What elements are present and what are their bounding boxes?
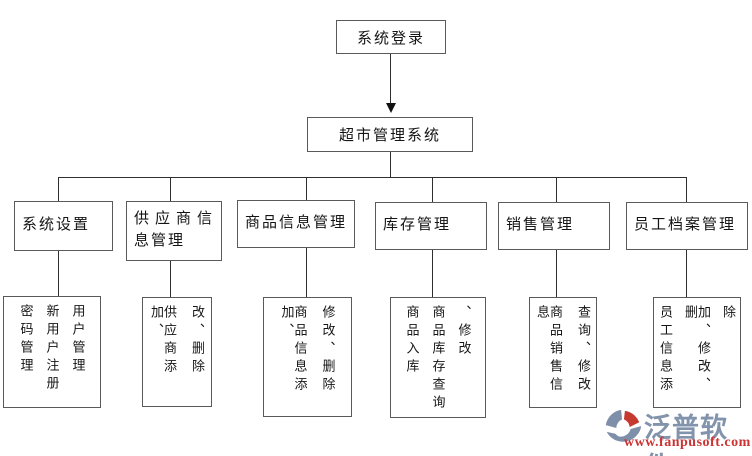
leaf-sales-functions: 商品销售信息 查询、修改	[529, 297, 597, 408]
leaf-supplier-functions: 供应商添加、 改、删除	[142, 297, 212, 407]
leaf-column: 加、修改、删	[683, 305, 711, 395]
connector-leaf-6	[686, 250, 687, 297]
branch-label: 员工档案管理	[634, 217, 737, 234]
branch-label: 商品信息管理	[245, 215, 348, 232]
leaf-column: 除	[721, 305, 736, 323]
leaf-column: 用户管理	[70, 304, 86, 376]
leaf-column: 新用户注册	[44, 304, 60, 394]
connector-drop-4	[432, 177, 433, 202]
leaf-column: 商品库存查询	[430, 305, 446, 413]
leaf-column: 修改、删除	[320, 305, 336, 395]
branch-label: 供应商信息管理	[134, 211, 214, 249]
watermark: 泛普软件 www.fanpusoft.com	[598, 404, 751, 456]
leaf-column: 改、删除	[190, 305, 205, 377]
node-root-label: 超市管理系统	[338, 128, 441, 144]
connector-leaf-4	[432, 250, 433, 297]
branch-supplier-info-management: 供应商信息管理	[126, 201, 222, 261]
leaf-column: 商品信息添加、	[279, 305, 308, 395]
leaf-product-info-functions: 商品信息添加、 修改、删除	[263, 297, 352, 417]
branch-employee-records-management: 员工档案管理	[626, 202, 748, 250]
branch-label: 库存管理	[383, 217, 452, 234]
connector-leaf-5	[556, 250, 557, 297]
leaf-column: 供应商添加、	[149, 305, 177, 377]
leaf-column: 、修改	[456, 305, 472, 359]
node-system-login-label: 系统登录	[356, 30, 425, 47]
leaf-column: 查询、修改	[576, 305, 591, 395]
leaf-system-settings-functions: 密码管理 新用户注册 用户管理	[3, 296, 101, 408]
connector-leaf-2	[170, 261, 171, 297]
connector-root-stub	[390, 152, 391, 177]
connector-leaf-3	[306, 248, 307, 297]
connector-drop-1	[58, 177, 59, 201]
connector-drop-6	[686, 177, 687, 202]
connector-login-root	[390, 54, 391, 104]
connector-drop-2	[170, 177, 171, 201]
branch-label: 销售管理	[506, 217, 575, 234]
arrowhead-down-icon	[386, 103, 396, 113]
leaf-column: 商品销售信息	[535, 305, 563, 395]
node-supermarket-management-system: 超市管理系统	[307, 117, 473, 152]
branch-system-settings: 系统设置	[14, 201, 113, 251]
branch-inventory-management: 库存管理	[375, 202, 487, 250]
watermark-url-text: www.fanpusoft.com	[624, 435, 751, 450]
branch-label: 系统设置	[22, 217, 91, 234]
node-system-login: 系统登录	[336, 20, 446, 54]
branch-sales-management: 销售管理	[498, 202, 610, 250]
leaf-column: 密码管理	[18, 304, 34, 376]
connector-branch-bar	[58, 177, 687, 178]
connector-drop-5	[556, 177, 557, 202]
leaf-column: 商品入库	[404, 305, 420, 377]
fanpu-logo-icon	[605, 409, 642, 442]
watermark-brand-text: 泛普软件	[644, 413, 728, 456]
branch-product-info-management: 商品信息管理	[237, 200, 355, 248]
connector-leaf-1	[58, 251, 59, 296]
leaf-employee-functions: 员工信息添 加、修改、删 除	[653, 297, 741, 408]
connector-drop-3	[306, 177, 307, 201]
leaf-column: 员工信息添	[658, 305, 673, 395]
leaf-inventory-functions: 商品入库 商品库存查询 、修改	[390, 297, 486, 418]
